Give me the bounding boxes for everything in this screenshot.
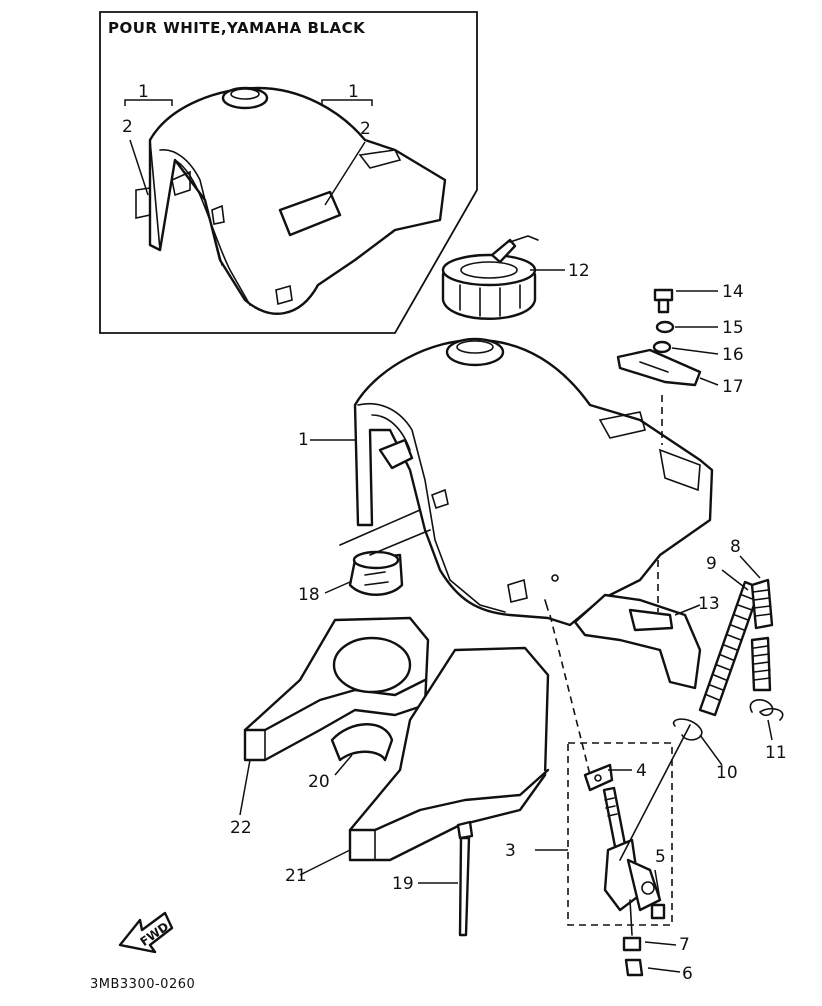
label-part-4: 4 <box>636 761 647 781</box>
label-part-6: 6 <box>682 964 693 984</box>
forward-arrow-icon: FWD <box>118 911 174 954</box>
seat-damper-22 <box>243 616 430 762</box>
inset-label-2-right: 2 <box>360 119 371 139</box>
label-part-1: 1 <box>298 430 309 450</box>
label-part-8: 8 <box>730 537 741 557</box>
cable-tie <box>456 820 474 937</box>
label-part-3: 3 <box>505 841 516 861</box>
breather-hose <box>750 578 774 692</box>
fuel-cap <box>441 235 539 320</box>
label-part-10: 10 <box>716 763 738 783</box>
label-part-11: 11 <box>765 743 787 763</box>
diagram-code: 3MB3300-0260 <box>90 977 195 992</box>
label-part-16: 16 <box>722 345 744 365</box>
label-part-15: 15 <box>722 318 744 338</box>
label-part-13: 13 <box>698 594 720 614</box>
fuel-tank <box>353 337 714 627</box>
hose-clip <box>749 699 784 721</box>
label-part-9: 9 <box>706 554 717 574</box>
part-labels: 1 3 4 5 6 7 8 9 10 11 12 13 14 15 16 17 … <box>230 261 787 984</box>
label-part-22: 22 <box>230 818 252 838</box>
label-part-21: 21 <box>285 866 307 886</box>
label-part-17: 17 <box>722 377 744 397</box>
damper-pad-20 <box>330 723 394 762</box>
label-part-7: 7 <box>679 935 690 955</box>
inset-panel: POUR WHITE,YAMAHA BLACK 1 1 2 2 <box>99 11 478 334</box>
label-part-20: 20 <box>308 772 330 792</box>
label-part-12: 12 <box>568 261 590 281</box>
inset-label-1-left: 1 <box>138 82 149 102</box>
inset-title: POUR WHITE,YAMAHA BLACK <box>108 19 366 37</box>
inset-label-2-left: 2 <box>122 117 133 137</box>
inset-fuel-tank <box>135 86 447 315</box>
fuel-cock-assembly <box>535 718 703 977</box>
rear-damper <box>573 560 702 690</box>
label-part-18: 18 <box>298 585 320 605</box>
seat-damper-21 <box>348 646 550 862</box>
grommet <box>348 550 404 596</box>
inset-label-1-right: 1 <box>348 82 359 102</box>
label-part-14: 14 <box>722 282 744 302</box>
mounting-hardware <box>616 288 702 445</box>
label-part-5: 5 <box>655 847 666 867</box>
label-part-19: 19 <box>392 874 414 894</box>
